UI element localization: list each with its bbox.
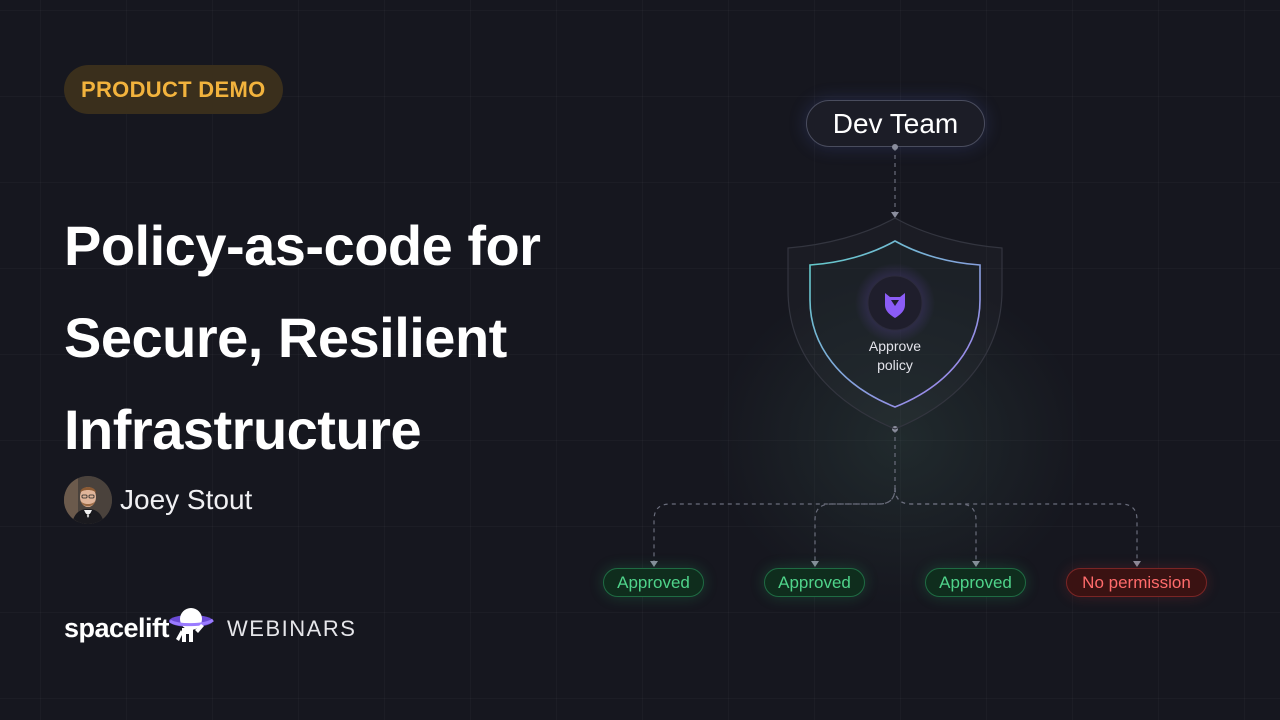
title-line-2: Secure, Resilient xyxy=(64,306,507,369)
astronaut-mascot-icon xyxy=(169,608,214,642)
product-demo-badge: PRODUCT DEMO xyxy=(64,65,283,114)
policy-label-line-1: Approve xyxy=(868,338,922,354)
spacelift-logo: spacelift WEBINARS xyxy=(64,606,356,650)
outcome-approved-2: Approved xyxy=(764,568,865,597)
dev-team-node: Dev Team xyxy=(806,100,985,147)
webinar-title: Policy-as-code for Secure, Resilient Inf… xyxy=(64,200,664,476)
speaker: Joey Stout xyxy=(64,476,252,524)
brand-subtitle: WEBINARS xyxy=(227,616,357,641)
speaker-avatar xyxy=(64,476,112,524)
connector-lines xyxy=(653,147,1138,562)
speaker-name: Joey Stout xyxy=(120,484,253,515)
shield-outer xyxy=(787,217,1003,430)
title-line-3: Infrastructure xyxy=(64,398,422,461)
outcome-no-permission: No permission xyxy=(1066,568,1207,597)
brand-wordmark: spacelift xyxy=(64,613,170,643)
outcome-approved-3: Approved xyxy=(925,568,1026,597)
approve-policy-label: Approve policy xyxy=(845,337,945,375)
policy-shield-icon xyxy=(885,293,905,318)
connector-endpoints xyxy=(650,144,1141,567)
policy-label-line-2: policy xyxy=(877,357,913,373)
outcome-approved-1: Approved xyxy=(603,568,704,597)
title-line-1: Policy-as-code for xyxy=(64,214,541,277)
